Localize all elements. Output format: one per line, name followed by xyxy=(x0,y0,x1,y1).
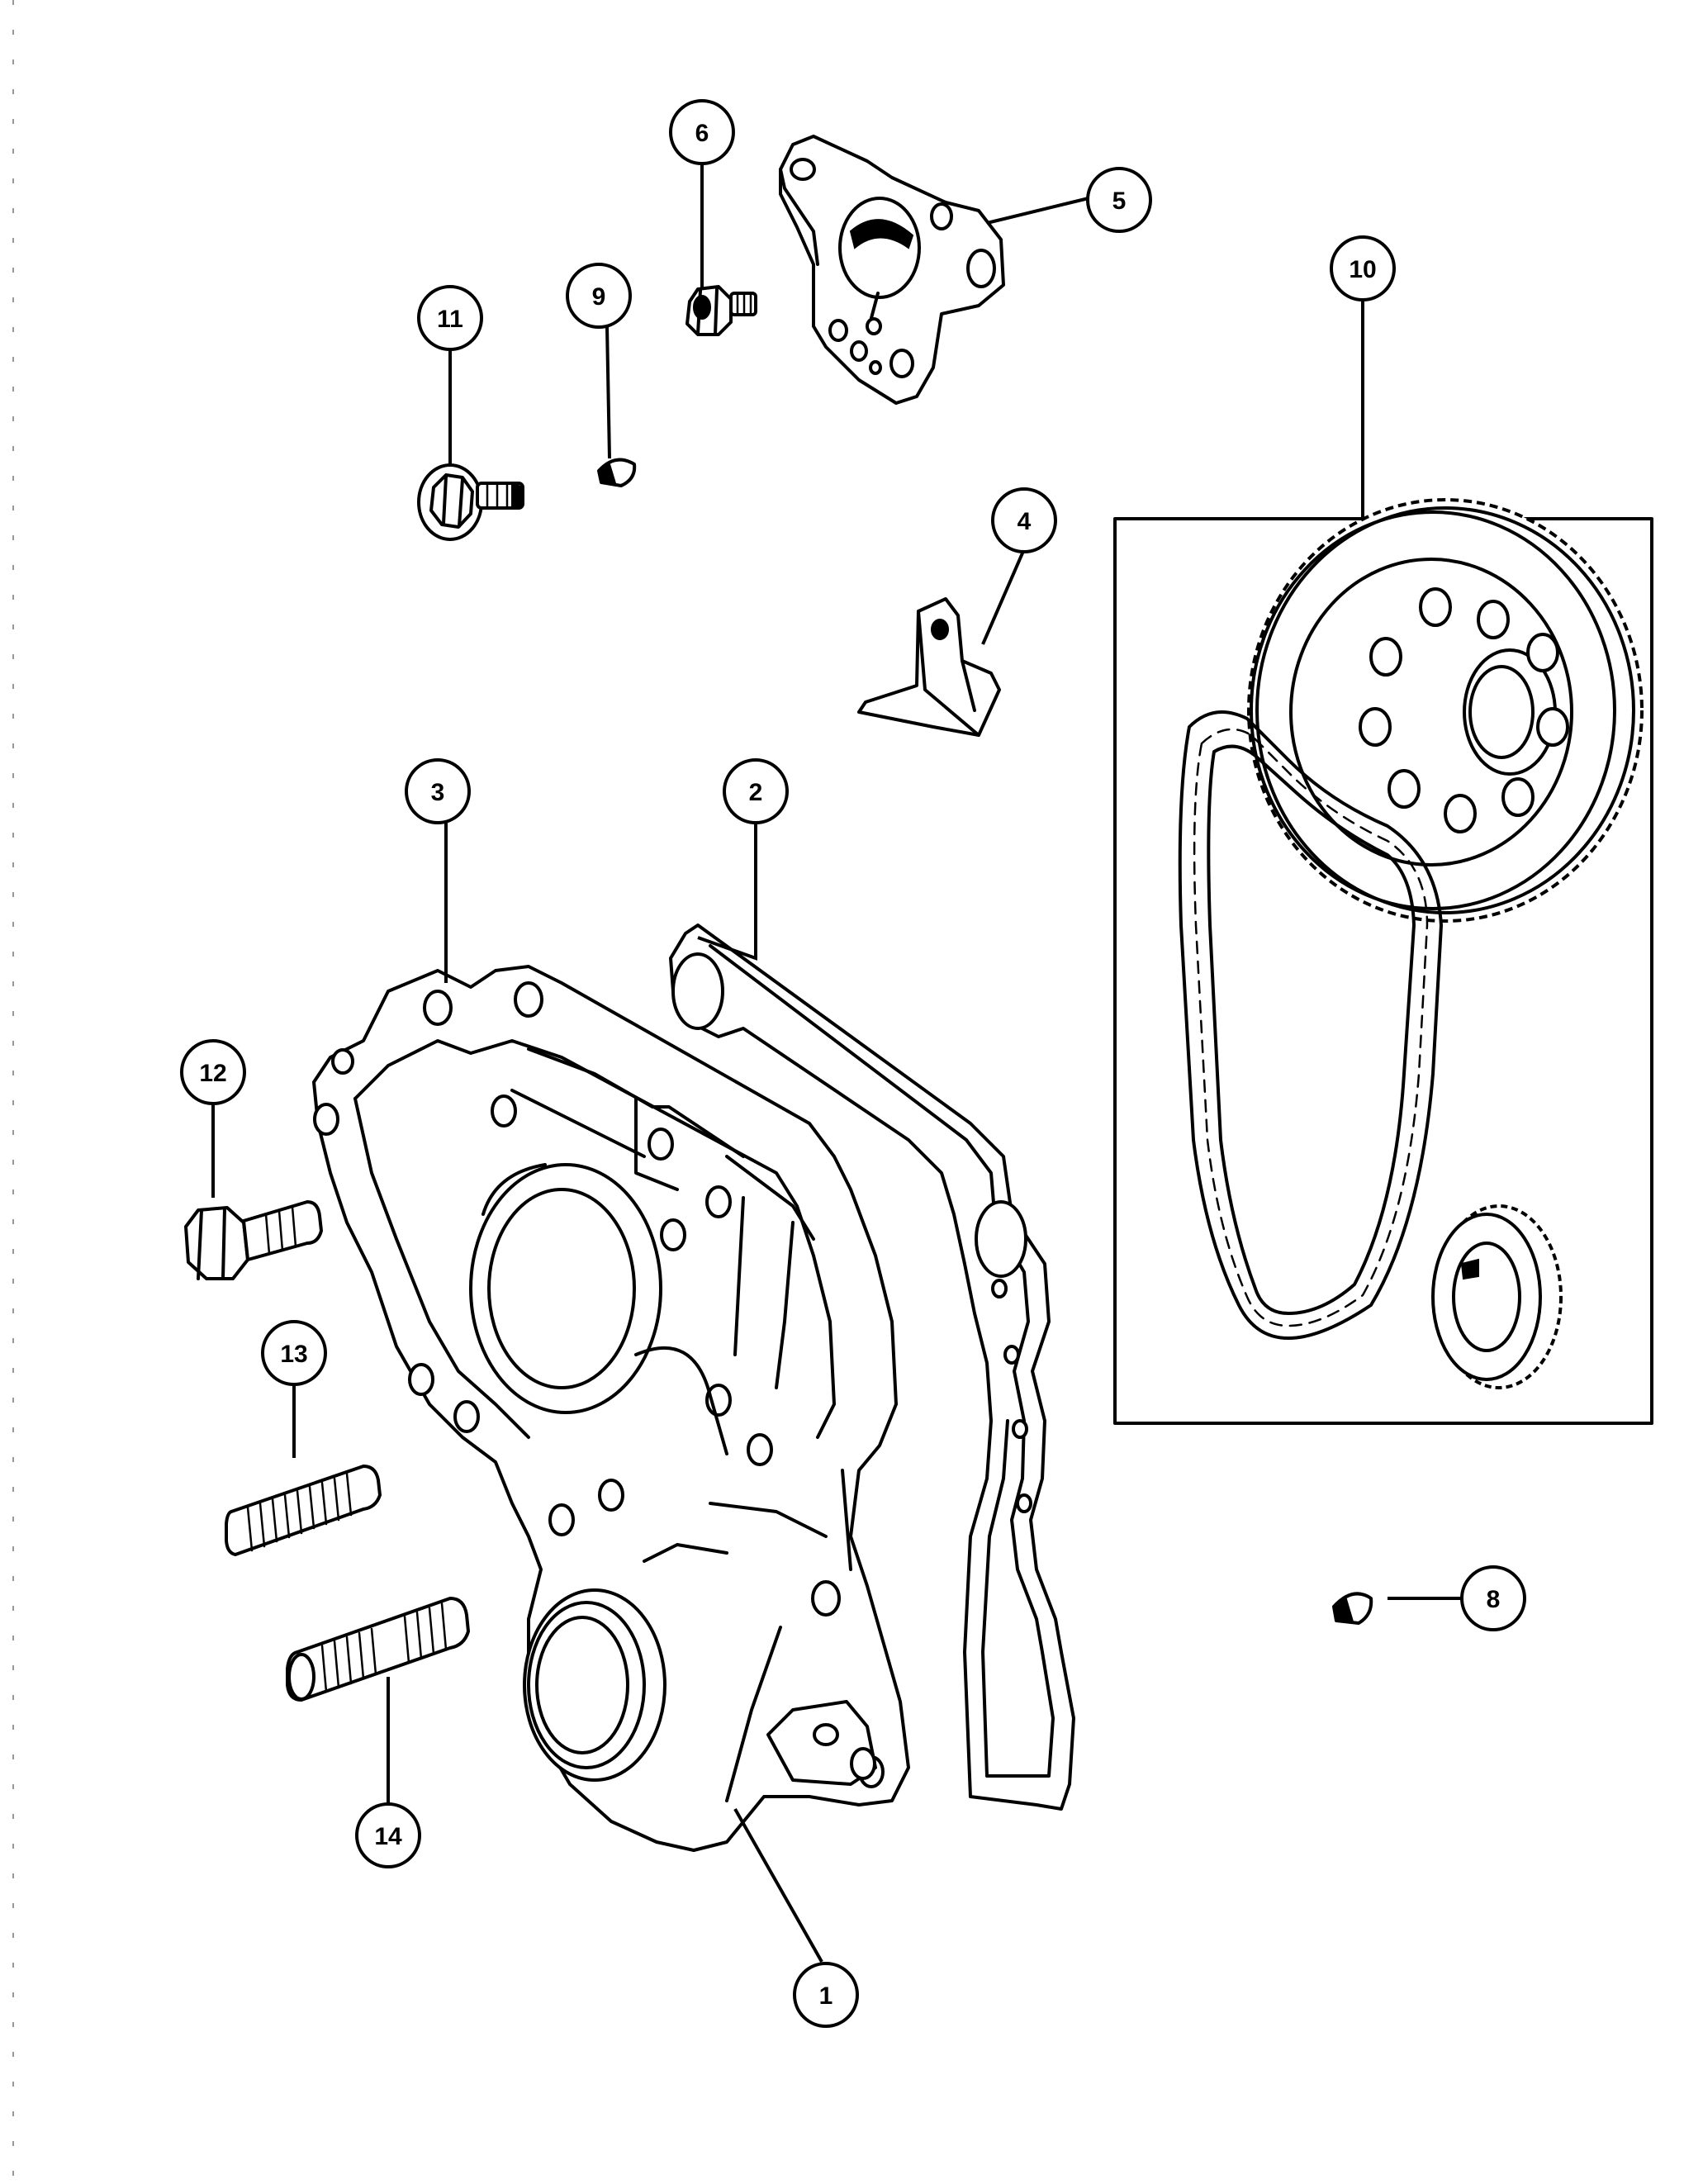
svg-text:1: 1 xyxy=(819,1982,833,2010)
svg-text:9: 9 xyxy=(592,283,606,311)
part-12-hex-bolt xyxy=(184,1200,323,1280)
part-2-gasket xyxy=(669,923,1075,1811)
callout-12: 12 xyxy=(180,1039,246,1105)
callout-9: 9 xyxy=(566,263,632,329)
callout-4: 4 xyxy=(991,487,1057,553)
svg-text:12: 12 xyxy=(199,1060,226,1087)
svg-text:10: 10 xyxy=(1349,256,1376,283)
callout-14: 14 xyxy=(355,1802,421,1868)
callout-5: 5 xyxy=(1086,167,1152,233)
svg-text:6: 6 xyxy=(695,120,709,147)
callout-2: 2 xyxy=(723,758,789,824)
leader-9 xyxy=(605,325,611,459)
callout-13: 13 xyxy=(261,1320,327,1386)
callout-10: 10 xyxy=(1330,235,1396,301)
part-1-timing-cover xyxy=(312,965,910,1852)
svg-text:8: 8 xyxy=(1487,1586,1501,1613)
leader-4 xyxy=(981,548,1026,645)
svg-text:3: 3 xyxy=(431,779,445,806)
callout-6: 6 xyxy=(669,99,735,165)
callout-8: 8 xyxy=(1460,1565,1526,1631)
leader-1 xyxy=(733,1808,823,1963)
svg-text:14: 14 xyxy=(374,1823,402,1850)
part-6-nut xyxy=(685,285,757,336)
leader-2 xyxy=(697,822,757,961)
cam-sprocket xyxy=(1247,498,1644,923)
callout-1: 1 xyxy=(793,1962,859,2028)
svg-text:4: 4 xyxy=(1018,508,1032,535)
svg-text:5: 5 xyxy=(1112,188,1127,215)
timing-chain xyxy=(1178,710,1443,1340)
part-5-plate xyxy=(779,135,1005,405)
part-9-key xyxy=(597,458,637,487)
part-8-key xyxy=(1332,1592,1373,1625)
leader-5 xyxy=(986,197,1089,225)
callout-3: 3 xyxy=(405,758,471,824)
leader-lines xyxy=(211,161,1462,1963)
svg-text:2: 2 xyxy=(749,779,763,806)
svg-text:11: 11 xyxy=(437,306,463,333)
part-4-bracket xyxy=(857,597,1001,737)
part-10-timing-set xyxy=(1113,498,1653,1425)
callout-11: 11 xyxy=(417,285,483,351)
part-11-flange-bolt xyxy=(417,463,524,541)
part-14-long-stud xyxy=(286,1597,470,1702)
part-13-short-stud xyxy=(225,1465,382,1556)
crank-sprocket xyxy=(1431,1204,1563,1389)
svg-text:13: 13 xyxy=(280,1341,307,1368)
